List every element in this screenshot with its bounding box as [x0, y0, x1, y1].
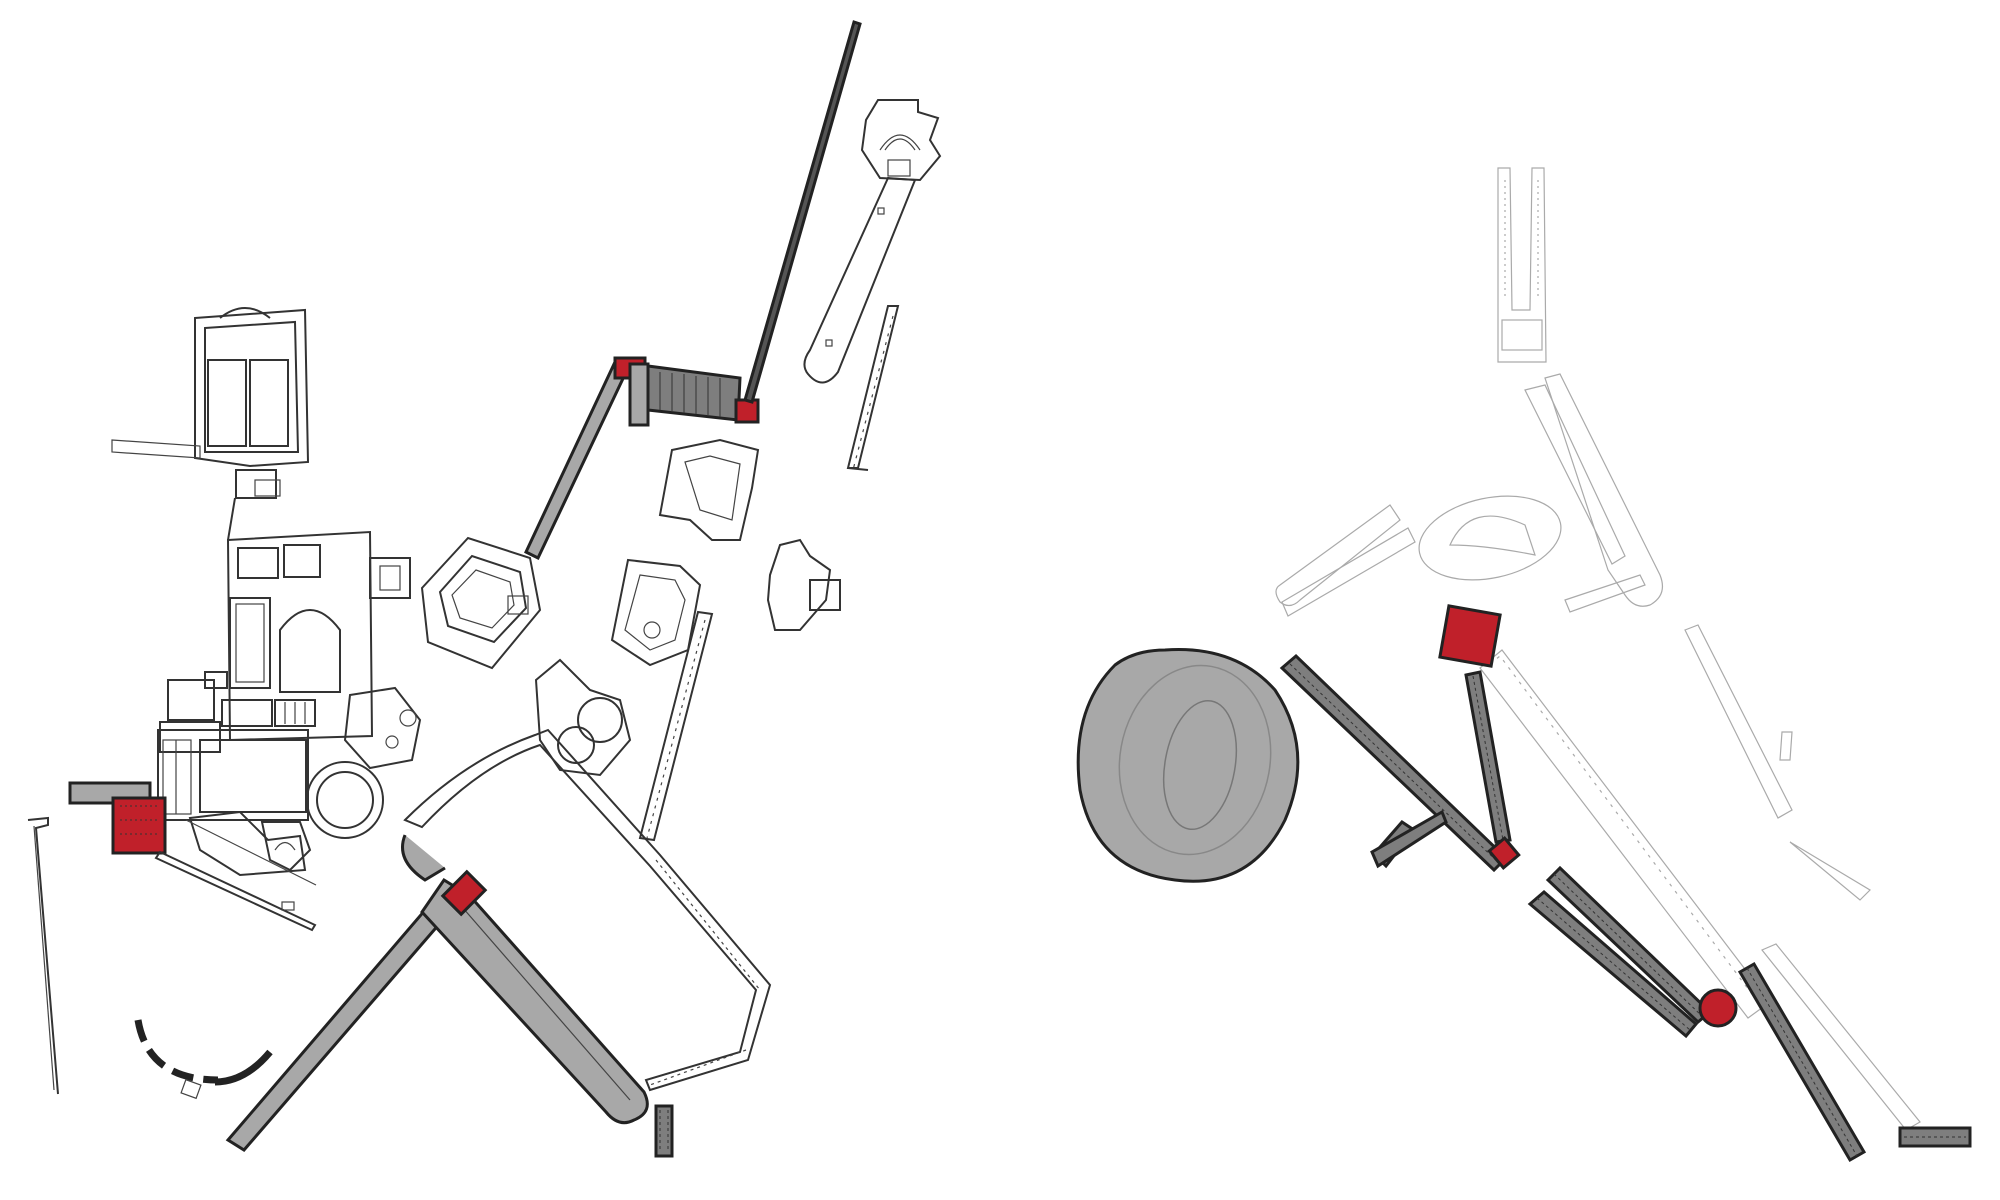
central-complex: [157, 530, 422, 886]
ruined-arc: [134, 1019, 273, 1100]
grey-oval-arena: [1076, 648, 1300, 883]
colonnade-east: [638, 610, 714, 842]
right-grey-bars: [1279, 653, 1972, 1163]
courtyard-building: [420, 536, 542, 670]
left-site-plan: [27, 20, 942, 1158]
faint-north-building: [1497, 167, 1547, 363]
villa-northwest: [111, 307, 310, 541]
stadium-enclosure: [403, 728, 772, 1092]
pavilion-east: [610, 438, 841, 667]
faint-west-wing: [1275, 504, 1416, 617]
right-site-plan: [1076, 167, 1972, 1163]
colonnade-north: [846, 305, 900, 471]
faint-oval-theatre: [1418, 495, 1562, 581]
north-corridor: [524, 20, 862, 561]
south-block: [654, 1104, 674, 1158]
left-red-room: [68, 781, 317, 932]
right-red-square: [1438, 604, 1502, 668]
faint-east-ranges: [1524, 373, 1921, 1131]
south-diagonal-corridors: [225, 834, 649, 1152]
west-boundary-wall: [27, 816, 59, 1095]
round-temple: [534, 658, 632, 777]
canopus-pool: [803, 99, 942, 384]
